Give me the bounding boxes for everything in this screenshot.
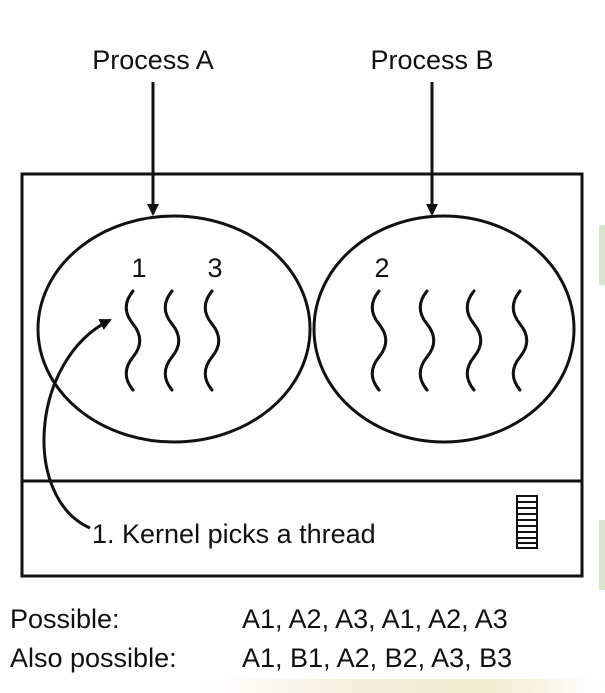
scheduler-table-icon: [516, 495, 538, 549]
also-possible-label: Also possible:: [10, 643, 177, 673]
possible-sequence-row: Possible: A1, A2, A3, A1, A2, A3: [10, 604, 508, 635]
edge-decoration: [599, 520, 605, 590]
also-possible-sequence: A1, B1, A2, B2, A3, B3: [242, 643, 513, 673]
process-a-oval: [36, 214, 312, 444]
thread-icon: [511, 289, 529, 392]
process-b-oval: [312, 214, 576, 444]
thread-icon: [370, 289, 388, 392]
process-a-label: Process A: [92, 45, 214, 75]
process-b-label: Process B: [370, 45, 493, 75]
thread-icon: [203, 289, 221, 392]
kernel-pick-arrow: [42, 318, 112, 530]
bottom-decoration: [200, 679, 605, 693]
edge-decoration: [599, 225, 605, 285]
possible-label: Possible:: [10, 604, 120, 634]
thread-icon: [124, 289, 142, 392]
thread-icon: [163, 289, 181, 392]
thread-label-1: 1: [131, 253, 146, 283]
thread-label-3: 3: [207, 253, 222, 283]
thread-label-2: 2: [374, 253, 389, 283]
thread-icon: [465, 289, 483, 392]
thread-icon: [418, 289, 436, 392]
possible-sequence: A1, A2, A3, A1, A2, A3: [242, 604, 508, 634]
also-possible-sequence-row: Also possible: A1, B1, A2, B2, A3, B3: [10, 643, 512, 674]
kernel-caption: 1. Kernel picks a thread: [92, 519, 376, 549]
system-box: [20, 172, 584, 578]
